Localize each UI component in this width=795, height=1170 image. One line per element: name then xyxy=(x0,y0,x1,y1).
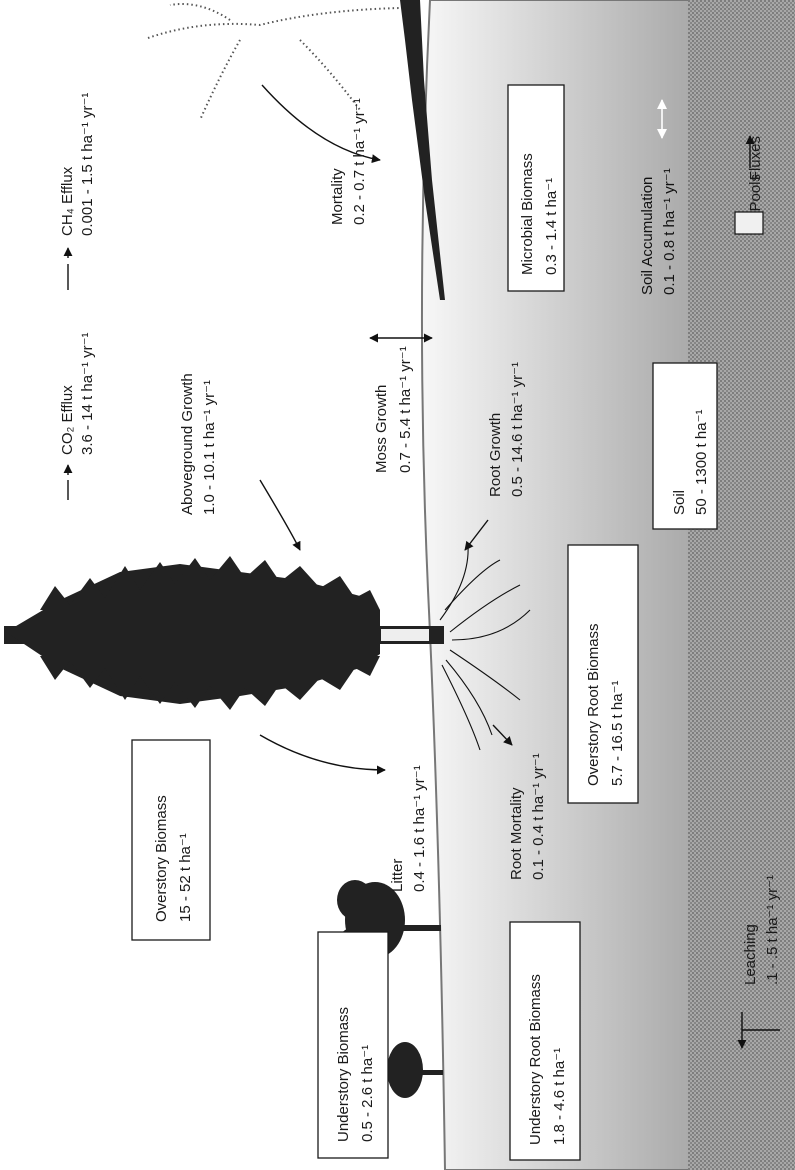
moss-growth-label: Moss Growth xyxy=(373,385,390,473)
soil-accumulation-value: 0.1 - 0.8 t ha⁻¹ yr⁻¹ xyxy=(661,168,678,295)
overstory-biomass-label: Overstory Biomass xyxy=(153,795,170,922)
microbial-biomass-value: 0.3 - 1.4 t ha⁻¹ xyxy=(543,178,560,275)
root-growth-value: 0.5 - 14.6 t ha⁻¹ yr⁻¹ xyxy=(509,362,526,497)
bedrock-layer xyxy=(688,0,795,1170)
mortality-value: 0.2 - 0.7 t ha⁻¹ yr⁻¹ xyxy=(351,98,368,225)
understory-root-biomass-value: 1.8 - 4.6 t ha⁻¹ xyxy=(551,1048,568,1145)
understory-biomass-box xyxy=(318,932,388,1158)
overstory-biomass-box xyxy=(132,740,210,940)
soil-value: 50 - 1300 t ha⁻¹ xyxy=(693,410,710,515)
understory-biomass-label: Understory Biomass xyxy=(335,1007,352,1142)
overstory-root-biomass-value: 5.7 - 16.5 t ha⁻¹ xyxy=(609,681,626,786)
understory-root-biomass-box xyxy=(510,922,580,1160)
overstory-tree-icon xyxy=(4,556,444,710)
understory-root-biomass-label: Understory Root Biomass xyxy=(527,974,544,1145)
microbial-biomass-label: Microbial Biomass xyxy=(519,153,536,275)
ch4-value: 0.001 - 1.5 t ha⁻¹ yr⁻¹ xyxy=(79,93,96,236)
legend-pool-swatch xyxy=(735,212,763,234)
aboveground-growth-label: Aboveground Growth xyxy=(179,373,196,515)
overstory-biomass-value: 15 - 52 t ha⁻¹ xyxy=(177,833,194,922)
legend-fluxes-label: Fluxes xyxy=(747,136,764,180)
root-mortality-label: Root Mortality xyxy=(508,787,525,880)
dead-snag-icon xyxy=(148,0,445,300)
moss-growth-value: 0.7 - 5.4 t ha⁻¹ yr⁻¹ xyxy=(397,346,414,473)
overstory-root-biomass-box xyxy=(568,545,638,803)
overstory-root-biomass-label: Overstory Root Biomass xyxy=(585,623,602,786)
ch4-label: CH₄ Efflux xyxy=(59,166,76,236)
litter-label: Litter xyxy=(389,859,406,892)
mortality-label: Mortality xyxy=(329,168,346,225)
aboveground-growth-value: 1.0 - 10.1 t ha⁻¹ yr⁻¹ xyxy=(201,380,218,515)
root-mortality-value: 0.1 - 0.4 t ha⁻¹ yr⁻¹ xyxy=(530,753,547,880)
leaching-label: Leaching xyxy=(742,924,759,985)
leaching-value: .1 - .5 t ha⁻¹ yr⁻¹ xyxy=(764,875,781,985)
litter-value: 0.4 - 1.6 t ha⁻¹ yr⁻¹ xyxy=(411,765,428,892)
litter-arrow xyxy=(260,735,385,770)
co2-label: CO₂ Efflux xyxy=(59,385,76,455)
root-growth-label: Root Growth xyxy=(487,413,504,497)
understory-biomass-value: 0.5 - 2.6 t ha⁻¹ xyxy=(359,1045,376,1142)
co2-value: 3.6 - 14 t ha⁻¹ yr⁻¹ xyxy=(79,332,96,455)
soil-accumulation-label: Soil Accumulation xyxy=(639,177,656,295)
aboveground-growth-arrow xyxy=(260,480,300,550)
soil-label: Soil xyxy=(671,490,688,515)
